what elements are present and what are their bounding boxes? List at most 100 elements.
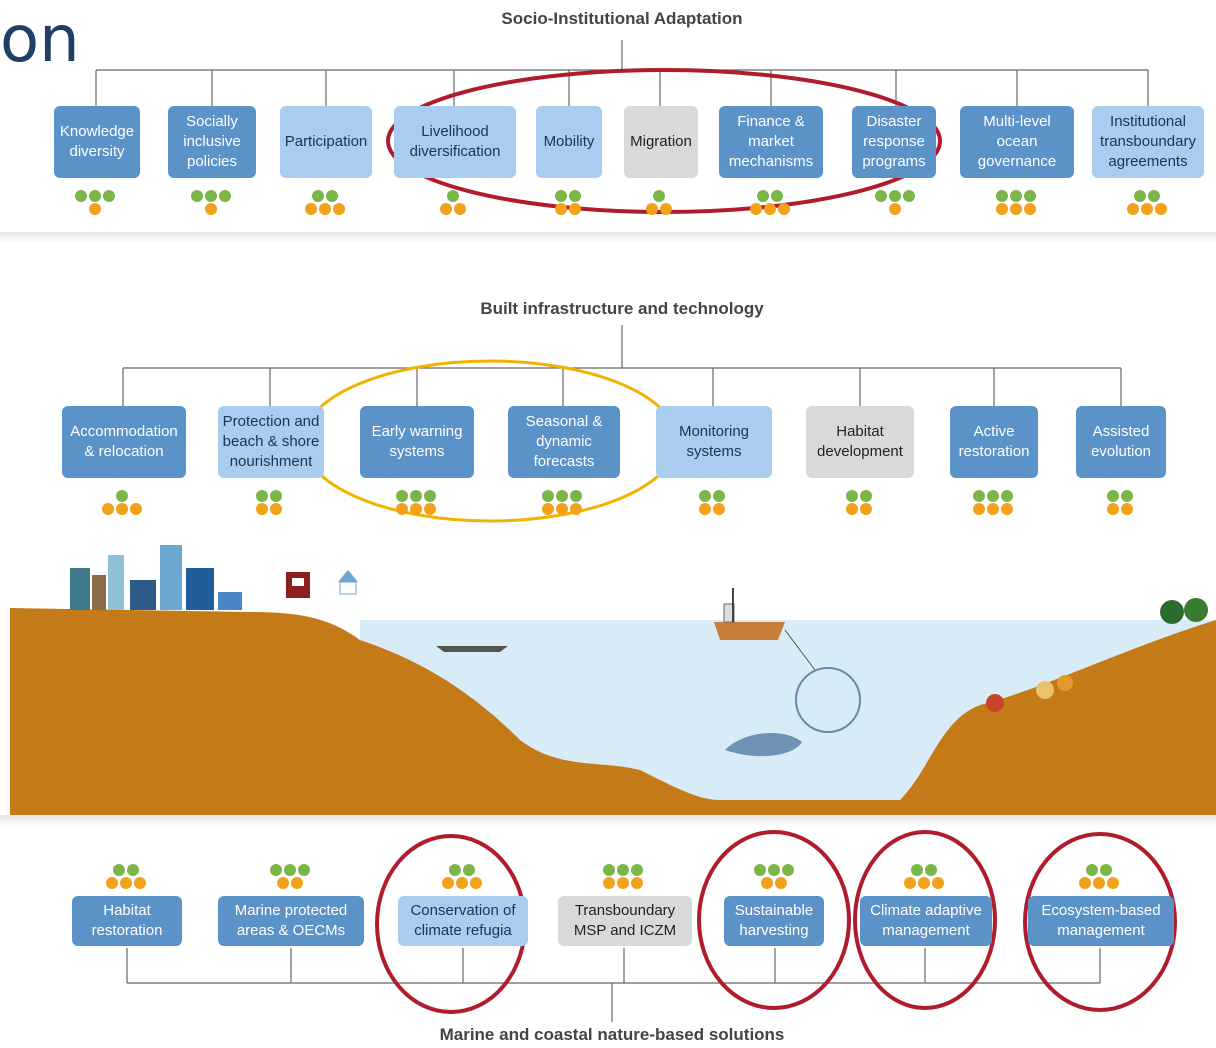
confidence-dot-orange (424, 503, 436, 515)
confidence-dot-green (1010, 190, 1022, 202)
built-box: Early warning systems (360, 406, 474, 478)
confidence-dot-orange (713, 503, 725, 515)
confidence-dot-orange (333, 203, 345, 215)
confidence-dot-orange (256, 503, 268, 515)
nature-box: Conservation of climate refugia (398, 896, 528, 946)
confidence-dot-orange (1127, 203, 1139, 215)
confidence-dot-green (771, 190, 783, 202)
confidence-dot-green (424, 490, 436, 502)
confidence-dot-orange (454, 203, 466, 215)
built-box: Protection and beach & shore nourishment (218, 406, 324, 478)
socio-section-title: Socio-Institutional Adaptation (501, 9, 743, 28)
confidence-dot-green (757, 190, 769, 202)
socio-box: Disaster response programs (852, 106, 936, 178)
confidence-dot-green (754, 864, 766, 876)
confidence-dot-orange (973, 503, 985, 515)
confidence-dot-green (1134, 190, 1146, 202)
built-box: Assisted evolution (1076, 406, 1166, 478)
confidence-dot-orange (660, 203, 672, 215)
nature-section-title: Marine and coastal nature-based solution… (439, 1025, 785, 1044)
nature-box: Ecosystem-based management (1028, 896, 1174, 946)
confidence-dot-orange (396, 503, 408, 515)
confidence-dot-green (1086, 864, 1098, 876)
built-box: Monitoring systems (656, 406, 772, 478)
confidence-dot-orange (1079, 877, 1091, 889)
socio-box: Socially inclusive policies (168, 106, 256, 178)
slide-title-fragment: on (0, 3, 80, 77)
confidence-dot-orange (1010, 203, 1022, 215)
confidence-dot-orange (996, 203, 1008, 215)
confidence-dot-orange (134, 877, 146, 889)
confidence-dot-green (1001, 490, 1013, 502)
confidence-dot-orange (440, 203, 452, 215)
confidence-dot-orange (205, 203, 217, 215)
confidence-dot-green (284, 864, 296, 876)
nature-box: Sustainable harvesting (724, 896, 824, 946)
confidence-dot-green (1121, 490, 1133, 502)
socio-box: Participation (280, 106, 372, 178)
confidence-dot-green (653, 190, 665, 202)
confidence-dot-orange (987, 503, 999, 515)
confidence-dot-orange (291, 877, 303, 889)
confidence-dot-green (631, 864, 643, 876)
socio-box: Knowledge diversity (54, 106, 140, 178)
confidence-dot-orange (555, 203, 567, 215)
confidence-dot-orange (319, 203, 331, 215)
confidence-dot-orange (1121, 503, 1133, 515)
confidence-dot-green (987, 490, 999, 502)
confidence-dot-green (449, 864, 461, 876)
confidence-dot-green (555, 190, 567, 202)
nature-box: Transboundary MSP and ICZM (558, 896, 692, 946)
confidence-dot-orange (130, 503, 142, 515)
confidence-dot-orange (1107, 877, 1119, 889)
confidence-dot-green (846, 490, 858, 502)
confidence-dot-orange (305, 203, 317, 215)
confidence-dot-orange (1001, 503, 1013, 515)
confidence-dot-green (219, 190, 231, 202)
confidence-dot-orange (699, 503, 711, 515)
confidence-dot-green (1148, 190, 1160, 202)
confidence-dot-orange (410, 503, 422, 515)
confidence-dot-orange (442, 877, 454, 889)
seascape-illustration (10, 545, 1216, 815)
socio-box: Mobility (536, 106, 602, 178)
confidence-dot-green (312, 190, 324, 202)
confidence-dot-green (410, 490, 422, 502)
confidence-dot-green (205, 190, 217, 202)
nature-box: Habitat restoration (72, 896, 182, 946)
confidence-dot-green (889, 190, 901, 202)
built-box: Active restoration (950, 406, 1038, 478)
confidence-dot-orange (89, 203, 101, 215)
confidence-dot-green (447, 190, 459, 202)
confidence-dot-orange (116, 503, 128, 515)
confidence-dot-green (569, 190, 581, 202)
confidence-dot-orange (631, 877, 643, 889)
confidence-dot-orange (270, 503, 282, 515)
built-box: Habitat development (806, 406, 914, 478)
confidence-dot-green (256, 490, 268, 502)
confidence-dot-orange (775, 877, 787, 889)
confidence-dot-green (713, 490, 725, 502)
confidence-dot-orange (750, 203, 762, 215)
confidence-dot-green (603, 864, 615, 876)
nature-box: Climate adaptive management (860, 896, 992, 946)
confidence-dot-orange (1093, 877, 1105, 889)
socio-box: Migration (624, 106, 698, 178)
confidence-dot-orange (470, 877, 482, 889)
socio-box: Livelihood diversification (394, 106, 516, 178)
confidence-dot-green (75, 190, 87, 202)
confidence-dot-green (1107, 490, 1119, 502)
confidence-dot-orange (542, 503, 554, 515)
confidence-dot-green (768, 864, 780, 876)
confidence-dot-orange (1155, 203, 1167, 215)
confidence-dot-green (89, 190, 101, 202)
confidence-dot-green (463, 864, 475, 876)
confidence-dot-green (326, 190, 338, 202)
confidence-dot-green (127, 864, 139, 876)
confidence-dot-orange (556, 503, 568, 515)
confidence-dot-green (103, 190, 115, 202)
socio-box: Institutional transboundary agreements (1092, 106, 1204, 178)
socio-box: Finance & market mechanisms (719, 106, 823, 178)
confidence-dot-orange (889, 203, 901, 215)
confidence-dot-orange (761, 877, 773, 889)
